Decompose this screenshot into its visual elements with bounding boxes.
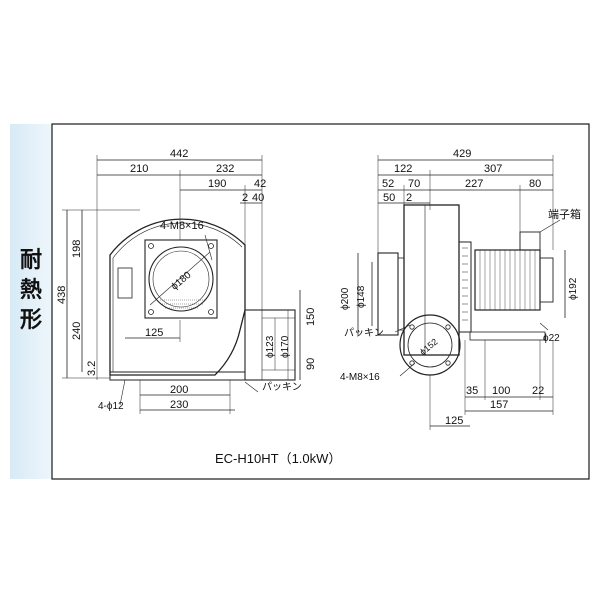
dim-40: 40 (252, 192, 264, 204)
dim-70: 70 (408, 178, 420, 190)
side-base (469, 331, 546, 341)
dim-210: 210 (130, 163, 148, 175)
dim-438: 438 (56, 286, 68, 304)
front-view-text: 442 210 232 190 42 2 40 4-M8×16 ϕ180 125… (56, 148, 317, 412)
front-inlet-flange (144, 239, 218, 319)
side-gasket: パッキン (344, 327, 384, 339)
dim-200: 200 (170, 384, 188, 396)
side-inlet-flange-dia: ϕ200 (340, 287, 351, 310)
side-view (357, 155, 566, 430)
side-terminal-box-label: 端子箱 (548, 207, 581, 221)
dim-35: 35 (466, 385, 478, 397)
side-terminal-box (519, 231, 541, 251)
dim-42: 42 (254, 178, 266, 190)
front-inlet-dia: ϕ180 (169, 269, 193, 292)
dim-190: 190 (208, 178, 226, 190)
front-bolt-spec: 4-M8×16 (160, 220, 204, 232)
side-label: 耐 熱 形 (14, 246, 48, 336)
side-label-char-1: 耐 (19, 248, 42, 273)
dim-22: 22 (532, 385, 544, 397)
side-label-char-2: 熱 (19, 278, 42, 303)
dim-3-2: 3.2 (86, 361, 98, 376)
front-inlet-circle (148, 246, 214, 312)
dim-150: 150 (305, 308, 317, 326)
dim-198: 198 (71, 240, 83, 258)
side-outlet-dia: ϕ152 (418, 336, 440, 357)
dim-125-side: 125 (445, 415, 463, 427)
side-label-char-3: 形 (19, 308, 42, 333)
front-outlet-dia-170: ϕ170 (280, 335, 291, 358)
front-view (62, 155, 301, 414)
dim-90: 90 (305, 358, 317, 370)
front-mount-holes: 4-ϕ12 (98, 401, 124, 412)
dim-442: 442 (170, 148, 188, 160)
dim-230: 230 (170, 399, 188, 411)
frame-border (51, 123, 590, 480)
side-shaft-dia: ϕ22 (543, 333, 560, 344)
dim-429: 429 (453, 148, 471, 160)
front-outlet (244, 309, 296, 381)
dim-157: 157 (490, 399, 508, 411)
model-caption: EC-H10HT（1.0kW） (215, 451, 341, 466)
side-bracket (458, 241, 472, 333)
front-casing (109, 218, 246, 376)
side-view-text: 429 122 307 52 70 227 80 50 2 端子箱 ϕ200 ϕ… (340, 148, 581, 427)
side-motor-dia: ϕ192 (568, 277, 579, 300)
dim-232: 232 (216, 163, 234, 175)
dim-2-side: 2 (406, 192, 412, 204)
dim-80: 80 (529, 178, 541, 190)
front-gasket: パッキン (262, 381, 302, 393)
side-inlet-dia: ϕ148 (356, 285, 367, 308)
side-bolt-spec: 4-M8×16 (340, 372, 380, 383)
dim-125-front: 125 (145, 327, 163, 339)
dim-307: 307 (484, 163, 502, 175)
side-tab (10, 124, 52, 479)
side-inlet-flange (377, 252, 399, 336)
side-motor (474, 249, 541, 311)
front-terminal-box (117, 267, 133, 299)
dim-100: 100 (492, 385, 510, 397)
dim-2: 2 (242, 192, 248, 204)
front-outlet-dia-123: ϕ123 (265, 335, 276, 358)
dim-240: 240 (71, 322, 83, 340)
dim-122: 122 (394, 163, 412, 175)
dim-50: 50 (383, 192, 395, 204)
front-base (109, 371, 246, 381)
dim-227: 227 (465, 178, 483, 190)
dim-52: 52 (382, 178, 394, 190)
